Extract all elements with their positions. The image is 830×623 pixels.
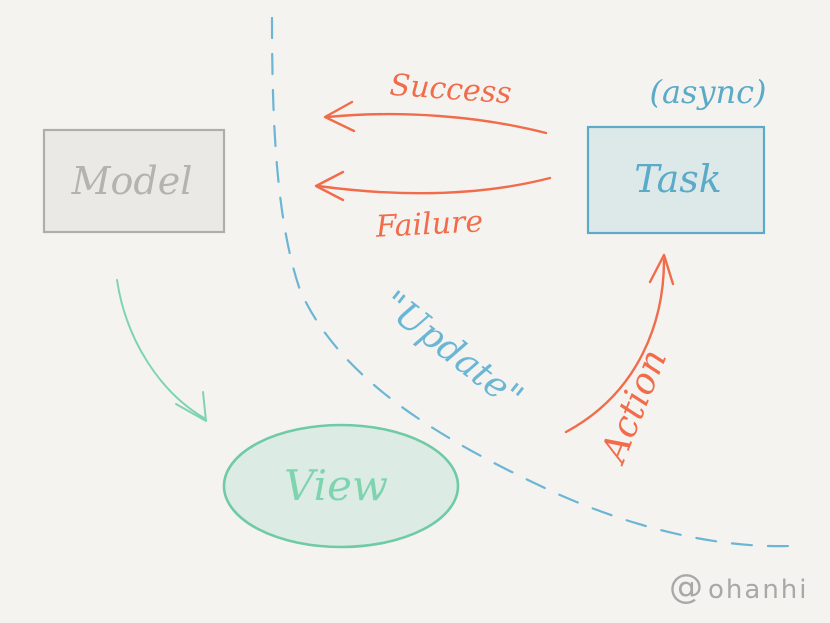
update-label: "Update" [374,283,531,418]
failure-label: Failure [374,204,484,245]
view-ellipse [222,423,460,549]
model-node: Model [42,128,226,234]
model-to-view-arrowhead [175,391,207,422]
signature-name: ohanhi [708,575,809,605]
success-label: Success [389,68,513,111]
action-arrow: Action [564,253,675,471]
success-arrowhead [323,100,356,133]
boundary-dashed-line [270,16,792,548]
author-signature: @ ohanhi [669,567,809,607]
signature-at-symbol: @ [669,567,703,607]
model-label: Model [71,159,193,203]
view-node: View [222,423,460,549]
view-label: View [284,461,388,510]
task-box [586,125,766,235]
action-arrowhead [648,253,675,286]
task-node: Task (async) [586,73,767,235]
failure-arrow: Failure [314,170,552,245]
model-box [42,128,226,234]
success-arrow: Success [323,68,548,135]
failure-arrowhead [314,170,345,202]
action-label: Action [592,344,675,471]
task-label: Task [634,157,722,201]
async-note: (async) [649,73,766,111]
model-to-view-arrow [116,279,207,422]
